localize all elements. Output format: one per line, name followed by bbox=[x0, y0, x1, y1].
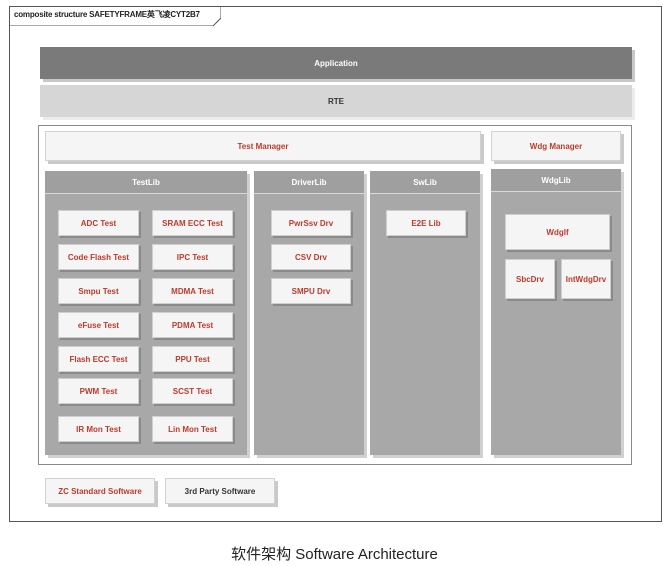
figure-caption: 软件架构 Software Architecture bbox=[231, 546, 438, 563]
testlib-title: TestLib bbox=[45, 171, 247, 194]
sbcdrv[interactable]: SbcDrv bbox=[505, 259, 555, 299]
driverlib-title: DriverLib bbox=[254, 171, 364, 194]
frame-title: composite structure SAFETYFRAME英飞凌CYT2B7 bbox=[14, 10, 200, 19]
wdglib-title: WdgLib bbox=[491, 169, 621, 192]
pdma-test[interactable]: PDMA Test bbox=[152, 312, 233, 338]
smpu-test[interactable]: Smpu Test bbox=[58, 278, 139, 304]
lin-mon-test[interactable]: Lin Mon Test bbox=[152, 416, 233, 442]
csv-drv[interactable]: CSV Drv bbox=[271, 244, 351, 270]
rte-layer[interactable]: RTE bbox=[40, 85, 632, 117]
intwdgdrv[interactable]: IntWdgDrv bbox=[561, 259, 611, 299]
pwrssv-drv[interactable]: PwrSsv Drv bbox=[271, 210, 351, 236]
sram-ecc-test[interactable]: SRAM ECC Test bbox=[152, 210, 233, 236]
legend-3rd-party-software: 3rd Party Software bbox=[165, 478, 275, 504]
swlib-title: SwLib bbox=[370, 171, 480, 194]
efuse-test[interactable]: eFuse Test bbox=[58, 312, 139, 338]
application-layer[interactable]: Application bbox=[40, 47, 632, 79]
wdgif[interactable]: WdgIf bbox=[505, 214, 610, 250]
ir-mon-test[interactable]: IR Mon Test bbox=[58, 416, 139, 442]
ipc-test[interactable]: IPC Test bbox=[152, 244, 233, 270]
pwm-test[interactable]: PWM Test bbox=[58, 378, 139, 404]
adc-test[interactable]: ADC Test bbox=[58, 210, 139, 236]
scst-test[interactable]: SCST Test bbox=[152, 378, 233, 404]
wdg-manager[interactable]: Wdg Manager bbox=[491, 131, 621, 161]
wdglib-group: WdgLib bbox=[491, 169, 621, 455]
frame-title-tab bbox=[9, 6, 221, 26]
smpu-drv[interactable]: SMPU Drv bbox=[271, 278, 351, 304]
ppu-test[interactable]: PPU Test bbox=[152, 346, 233, 372]
flash-ecc-test[interactable]: Flash ECC Test bbox=[58, 346, 139, 372]
test-manager[interactable]: Test Manager bbox=[45, 131, 481, 161]
mdma-test[interactable]: MDMA Test bbox=[152, 278, 233, 304]
legend-zc-standard-software: ZC Standard Software bbox=[45, 478, 155, 504]
code-flash-test[interactable]: Code Flash Test bbox=[58, 244, 139, 270]
e2e-lib[interactable]: E2E Lib bbox=[386, 210, 466, 236]
